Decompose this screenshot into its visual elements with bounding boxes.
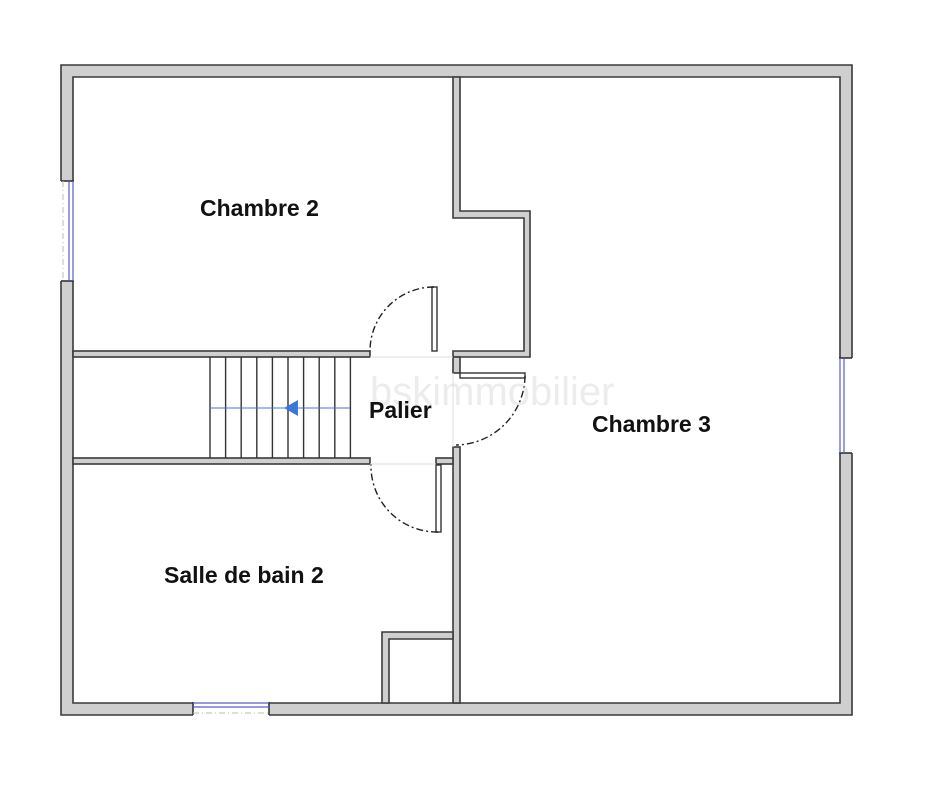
wall-palier-right-upper <box>452 356 461 374</box>
window-left <box>60 180 74 282</box>
door-chambre2[interactable] <box>369 286 438 352</box>
wall-chambre2-chambre3 <box>452 76 531 358</box>
room-label-chambre-2: Chambre 2 <box>200 195 319 221</box>
window-right <box>839 357 853 454</box>
room-label-salle-de-bain-2: Salle de bain 2 <box>164 562 324 588</box>
window-bottom <box>192 702 270 716</box>
wall-bath-stub <box>435 457 454 465</box>
stair-direction-arrow <box>210 400 350 416</box>
wall-chambre3-left <box>452 446 461 704</box>
room-label-palier: Palier <box>369 397 432 423</box>
outer-wall <box>60 64 853 716</box>
door-salle-de-bain[interactable] <box>370 463 442 533</box>
room-label-chambre-3: Chambre 3 <box>592 411 711 437</box>
wall-closet <box>381 631 454 704</box>
watermark: bskimmobilier <box>370 370 615 414</box>
wall-stair-bottom <box>72 457 371 465</box>
door-chambre3[interactable] <box>455 372 526 446</box>
wall-stair-top <box>72 350 371 358</box>
